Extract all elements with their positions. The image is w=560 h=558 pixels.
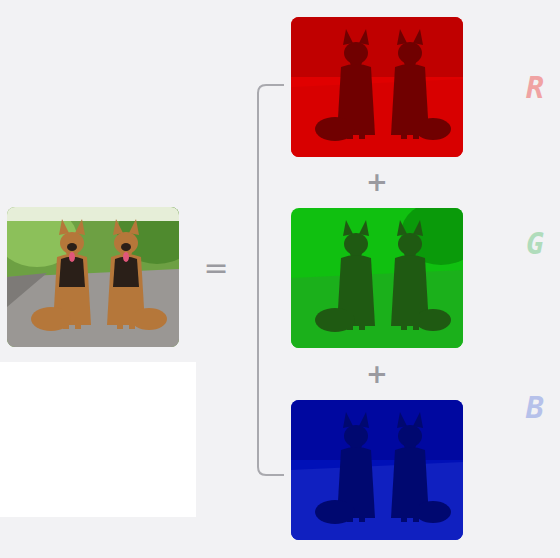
dog-photo: [0, 200, 197, 347]
channel-letter: R: [526, 73, 544, 103]
channel-letter: G: [526, 229, 544, 259]
plus-sign: +: [366, 169, 388, 195]
blank-panel: [0, 362, 196, 517]
blue-channel-image: [291, 400, 463, 540]
red-channel-image: [291, 17, 463, 157]
green-channel-image: [291, 201, 481, 348]
bracket: [258, 85, 284, 475]
equals-sign: =: [203, 253, 228, 283]
plus-sign: +: [366, 361, 388, 387]
channel-letter: B: [526, 393, 544, 423]
